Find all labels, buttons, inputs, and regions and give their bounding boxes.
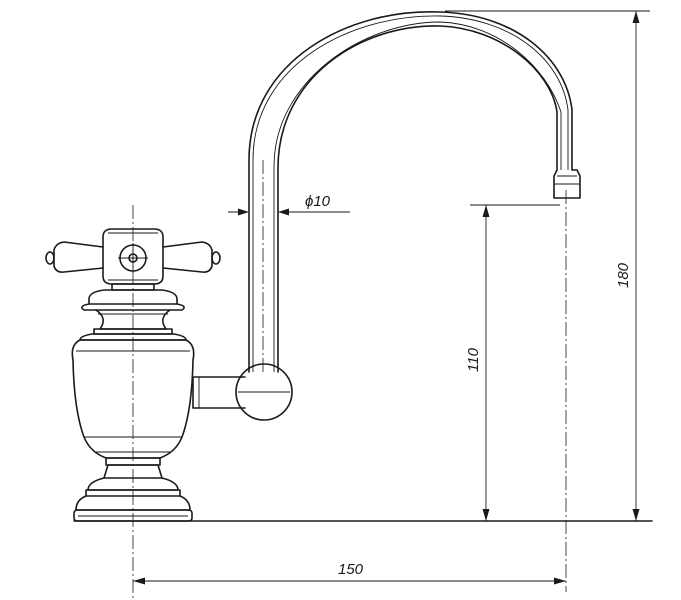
dimension-text-reach: 150	[338, 561, 364, 578]
dimension-outlet-height: 110	[465, 204, 560, 521]
dimension-total-height: 180	[445, 10, 650, 521]
dimension-text-diameter: ϕ10	[305, 193, 331, 210]
dimension-text-total-height: 180	[615, 262, 632, 288]
dimension-reach: 150	[133, 561, 566, 585]
dimension-pipe-diameter: ϕ10	[228, 193, 350, 216]
connector-and-ball-joint	[192, 363, 293, 421]
cross-handle	[45, 228, 221, 285]
gooseneck-spout	[248, 11, 581, 373]
axis-lines	[132, 160, 567, 598]
valve-body	[71, 283, 195, 522]
dimension-text-outlet-height: 110	[465, 347, 482, 372]
